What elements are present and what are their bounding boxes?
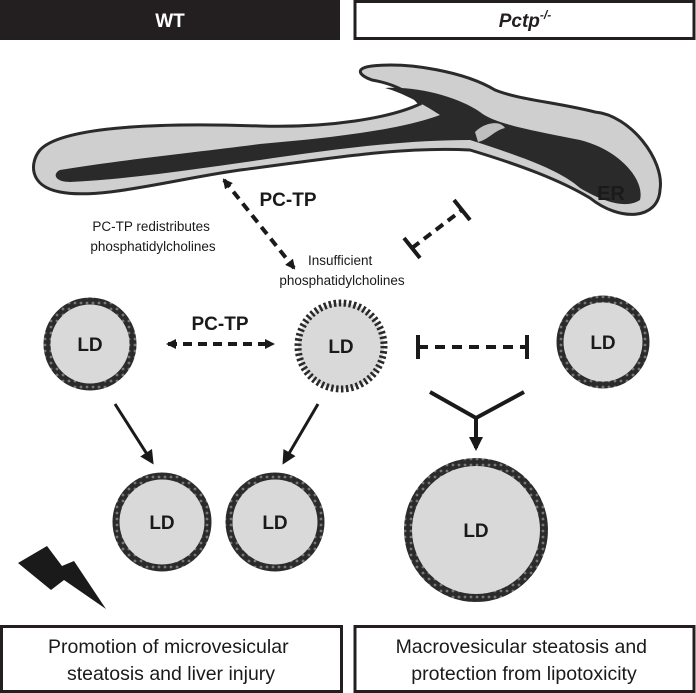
svg-text:Promotion of microvesicular: Promotion of microvesicular steatosis an…: [48, 636, 294, 685]
pctp-label-upper: PC-TP: [260, 190, 317, 211]
ld-wt-bottom-right: LD: [225, 472, 325, 572]
ld-insufficient: LD: [294, 299, 388, 393]
ld-label: LD: [149, 513, 174, 534]
footer-left-line1: Promotion of microvesicular: [48, 636, 289, 658]
ld-ko-top: LD: [556, 295, 650, 389]
ld-label: LD: [463, 521, 488, 542]
ld-label: LD: [262, 513, 287, 534]
header-wt-label: WT: [155, 11, 185, 32]
arrow-to-ld-left: [113, 403, 154, 465]
header-wt: WT: [0, 0, 340, 40]
ld-label: LD: [328, 337, 353, 358]
fusion-arrow: [429, 390, 525, 451]
footer-left-line2: steatosis and liver injury: [67, 663, 275, 685]
ld-ko-large: LD: [404, 458, 548, 602]
footer-right-line2: protection from lipotoxicity: [411, 663, 637, 685]
redistributes-text: PC-TP redistributes phosphatidylcholines: [90, 219, 216, 254]
arrow-to-ld-right: [282, 403, 320, 465]
footer-ko-outcome: Macrovesicular steatosis and protection …: [353, 625, 696, 693]
er-membrane: ER: [32, 63, 662, 216]
lightning-icon: [18, 546, 106, 609]
header-ko-superscript: -/-: [540, 8, 551, 22]
er-pctp-arrow: [222, 178, 296, 270]
header-pctp-ko: Pctp-/-: [353, 0, 696, 40]
er-inhibition-line: [402, 198, 472, 260]
insufficient-text: Insufficient phosphatidylcholines: [279, 253, 405, 288]
ld-label: LD: [77, 335, 102, 356]
ld-wt-top: LD: [43, 297, 137, 391]
er-label: ER: [597, 183, 625, 205]
ld-inhibition-line: [416, 335, 529, 359]
ld-wt-bottom-left: LD: [112, 472, 212, 572]
header-ko-label: Pctp: [499, 11, 540, 32]
footer-right-line1: Macrovesicular steatosis and: [396, 636, 647, 658]
ld-label: LD: [590, 333, 615, 354]
svg-text:Pctp-/-: Pctp-/-: [499, 8, 552, 32]
footer-wt-outcome: Promotion of microvesicular steatosis an…: [0, 625, 343, 693]
svg-text:Macrovesicular steatosis and: Macrovesicular steatosis and protection …: [396, 636, 653, 685]
pctp-label-lower: PC-TP: [192, 314, 249, 335]
